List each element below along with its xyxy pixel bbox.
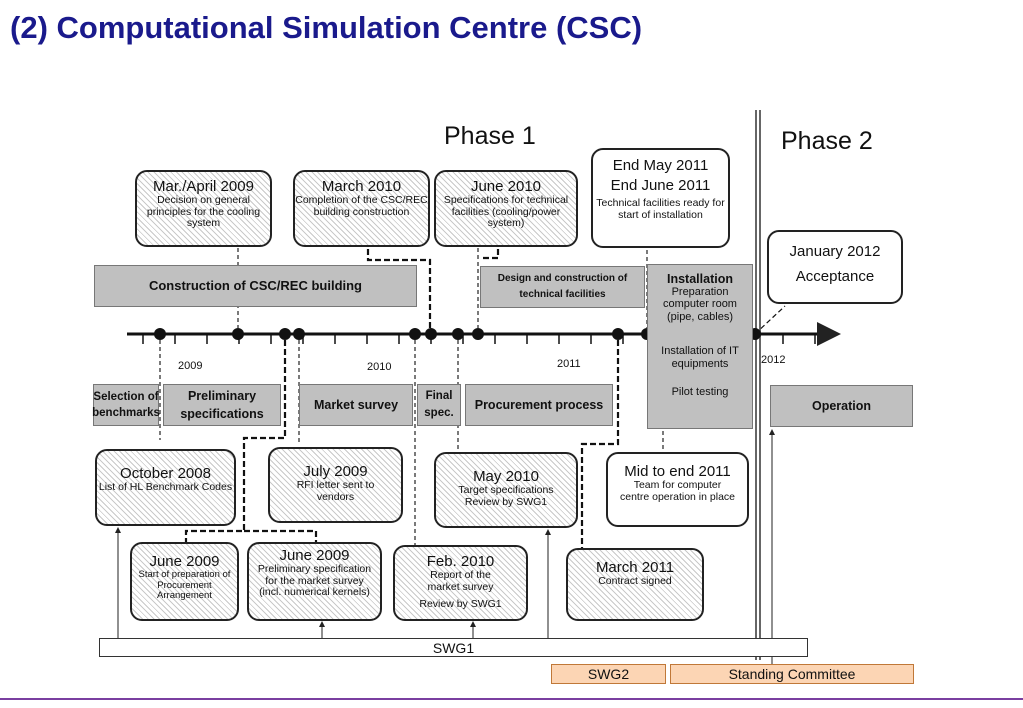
bar-design: Design and construction of technical fac…: [480, 266, 645, 308]
milestone-box: June 2009 Preliminary specification for …: [247, 542, 382, 621]
milestone-text: Preliminary specification for the market…: [257, 563, 372, 598]
milestone-date: Mar./April 2009: [153, 178, 254, 195]
milestone-date: January 2012: [789, 243, 881, 260]
milestone-box: Mid to end 2011 Team for computer centre…: [606, 452, 749, 527]
bar-final: Final spec.: [417, 384, 461, 426]
milestone-date: March 2010: [321, 178, 402, 195]
milestone-box: May 2010 Target specifications Review by…: [434, 452, 578, 528]
milestone-date: March 2011: [595, 559, 675, 576]
milestone-date: July 2009: [303, 463, 368, 480]
milestone-text: RFI letter sent to vendors: [296, 479, 375, 503]
milestone-date: June 2009: [279, 547, 350, 564]
milestone-text: Target specifications Review by SWG1: [458, 484, 554, 508]
milestone-text: Team for computer centre operation in pl…: [620, 479, 735, 503]
standing-committee-bar: Standing Committee: [670, 664, 914, 684]
milestone-text: Report of the market survey: [427, 569, 494, 593]
milestone-date: October 2008: [120, 465, 211, 482]
bar-selection: Selection of benchmarks: [92, 384, 160, 426]
bar-market: Market survey: [299, 384, 413, 426]
milestone-box: January 2012 Acceptance: [767, 230, 903, 304]
milestone-box: March 2011 Contract signed: [566, 548, 704, 621]
milestone-box: June 2009 Start of preparation of Procur…: [130, 542, 239, 621]
milestone-date: End May 2011: [612, 157, 709, 174]
milestone-text: Contract signed: [598, 575, 672, 587]
milestone-text: Specifications for technical facilities …: [443, 194, 569, 229]
milestone-box: Feb. 2010 Report of the market survey Re…: [393, 545, 528, 621]
milestone-date: June 2009: [149, 553, 220, 570]
installation-body: Preparation computer room (pipe, cables): [663, 285, 737, 323]
milestone-text: Decision on general principles for the c…: [146, 194, 261, 229]
milestone-text: Start of preparation of Procurement Arra…: [138, 569, 231, 601]
swg2-bar: SWG2: [551, 664, 666, 684]
year-2009: 2009: [178, 360, 203, 372]
milestone-box: July 2009 RFI letter sent to vendors: [268, 447, 403, 523]
year-2011: 2011: [557, 358, 581, 370]
installation-title: Installation: [667, 272, 733, 286]
bar-preliminary: Preliminary specifications: [163, 384, 281, 426]
milestone-text: Review by SWG1: [419, 598, 502, 610]
milestone-box: End May 2011 End June 2011 Technical fac…: [591, 148, 730, 248]
milestone-date: Mid to end 2011: [624, 463, 731, 480]
milestone-text: Acceptance: [795, 268, 875, 285]
phase-1-label: Phase 1: [444, 122, 536, 150]
year-2010: 2010: [367, 361, 392, 373]
milestone-text: List of HL Benchmark Codes: [98, 481, 233, 493]
installation-it: Installation of IT equipments: [661, 345, 739, 370]
milestone-text: Completion of the CSC/REC building const…: [295, 194, 428, 218]
bar-procurement: Procurement process: [465, 384, 613, 426]
pilot-testing: Pilot testing: [671, 386, 729, 398]
swg1-bar: SWG1: [99, 638, 808, 657]
milestone-date: End June 2011: [610, 177, 711, 194]
milestone-date: Feb. 2010: [426, 553, 495, 570]
milestone-date: May 2010: [473, 468, 539, 485]
milestone-box: March 2010 Completion of the CSC/REC bui…: [293, 170, 430, 247]
page-title: (2) Computational Simulation Centre (CSC…: [10, 10, 643, 45]
milestone-box: Mar./April 2009 Decision on general prin…: [135, 170, 272, 247]
milestone-box: October 2008 List of HL Benchmark Codes: [95, 449, 236, 526]
milestone-text: Technical facilities ready for start of …: [596, 197, 725, 221]
phase-2-label: Phase 2: [781, 127, 873, 155]
bar-operation: Operation: [770, 385, 913, 427]
year-2012: 2012: [761, 354, 786, 366]
milestone-box: June 2010 Specifications for technical f…: [434, 170, 578, 247]
milestone-date: June 2010: [470, 178, 542, 195]
bar-construction: Construction of CSC/REC building: [94, 265, 417, 307]
bar-installation: Installation Preparation computer room (…: [647, 264, 753, 429]
